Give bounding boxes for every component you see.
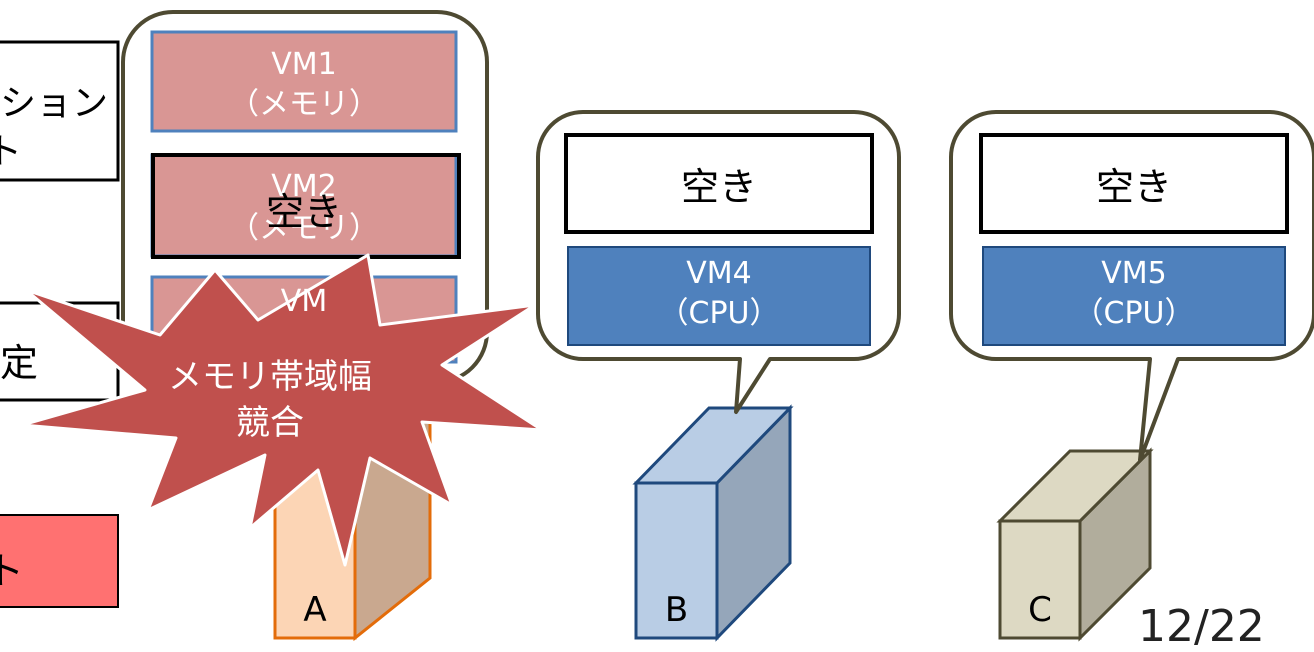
left-box-alert-text: ト	[0, 549, 25, 593]
vm5-label-type: （CPU）	[1073, 296, 1195, 331]
vm3-label-name: VM	[280, 284, 328, 319]
vm1-block	[150, 30, 458, 133]
server-a-label: A	[303, 590, 327, 630]
vm2-label-type: （メモリ）	[229, 211, 379, 246]
vm1-label-type: （メモリ）	[229, 87, 379, 122]
page-number: 12/22	[1138, 601, 1265, 652]
server-c-free-slot	[979, 133, 1289, 234]
contention-label-line2: 競合	[236, 402, 304, 443]
server-b-icon	[632, 404, 794, 642]
vm4-block	[567, 246, 871, 346]
vm4-label-type: （CPU）	[658, 296, 780, 331]
vm5-label-name: VM5	[1101, 256, 1167, 291]
server-c-label: C	[1028, 590, 1052, 630]
vm5-block	[982, 246, 1286, 346]
vm2-block	[150, 153, 458, 258]
server-b-free-slot	[564, 133, 874, 234]
server-c-free-label: 空き	[1095, 165, 1172, 209]
vm1-label-name: VM1	[271, 47, 337, 82]
server-a-free-label: 空き	[265, 189, 342, 234]
vm4-label-name: VM4	[686, 256, 752, 291]
contention-label-line1: メモリ帯域幅	[168, 356, 372, 397]
server-c-icon	[996, 447, 1154, 642]
server-b-label: B	[664, 590, 689, 630]
contention-burst	[20, 253, 544, 567]
vm2-label-name: VM2	[271, 169, 337, 204]
left-box-middle-text: 定	[0, 341, 39, 385]
left-box-top-line2: ト	[0, 131, 23, 172]
server-b-free-label: 空き	[680, 165, 757, 209]
left-box-top-line1: ション	[0, 83, 109, 124]
left-box-top	[0, 40, 120, 182]
left-box-alert	[0, 514, 119, 608]
free-slot-overlay	[151, 153, 461, 259]
